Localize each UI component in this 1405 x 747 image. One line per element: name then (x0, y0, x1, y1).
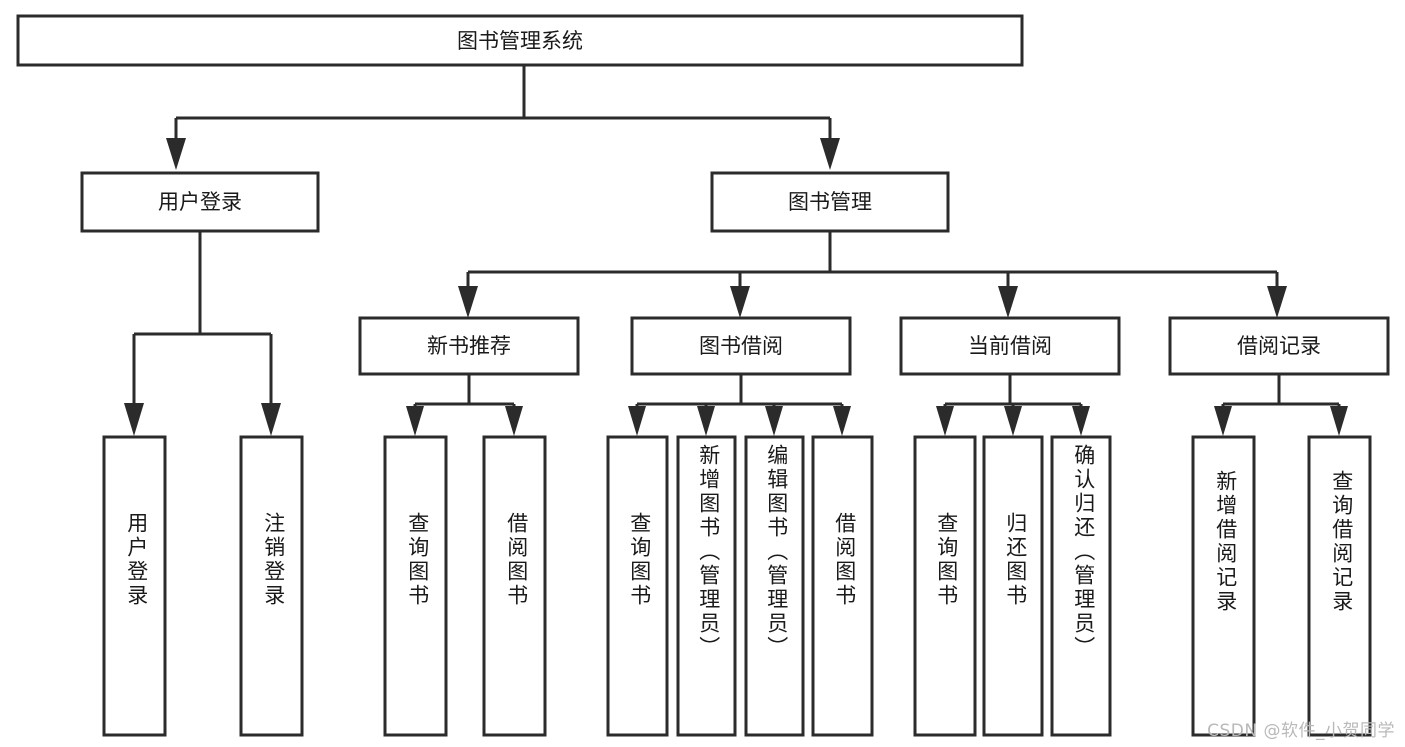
arrow-to-leaf-current-2 (1072, 406, 1090, 436)
node-root-label: 图书管理系统 (457, 29, 583, 53)
arrow-to-borrow-record (1267, 286, 1287, 318)
watermark-text: CSDN @软件_小贺同学 (1207, 721, 1395, 741)
arrow-to-leaf-record-0 (1214, 406, 1232, 436)
connector-book-borrow-to-leaves (628, 374, 851, 436)
arrow-to-leaf-borrow-3 (833, 406, 851, 436)
arrow-to-leaf-borrow-2 (765, 406, 783, 436)
leaf-box-user-login-0[interactable] (102, 435, 167, 737)
node-current-borrow-label: 当前借阅 (968, 334, 1052, 358)
node-user-login-box[interactable] (80, 171, 320, 233)
arrow-to-user-login (166, 138, 186, 170)
leaf-box-recommend-1[interactable] (482, 435, 547, 737)
node-new-book-recommend-box[interactable] (358, 316, 580, 376)
arrow-to-leaf-current-1 (1004, 406, 1022, 436)
node-book-manage[interactable]: 图书管理 (710, 171, 950, 233)
connector-user-login-to-leaves (124, 231, 281, 436)
node-root[interactable]: 图书管理系统 (16, 14, 1024, 67)
arrow-to-leaf-borrow-0 (628, 406, 646, 436)
arrow-to-current-borrow (998, 286, 1018, 318)
node-current-borrow-box[interactable] (899, 316, 1121, 376)
node-current-borrow[interactable]: 当前借阅 (899, 316, 1121, 376)
connector-borrow-record-to-leaves (1214, 374, 1348, 436)
connector-book-manage-to-level2 (458, 231, 1287, 318)
leaf-box-borrow-0[interactable] (606, 435, 669, 737)
node-new-book-recommend[interactable]: 新书推荐 (358, 316, 580, 376)
node-book-borrow[interactable]: 图书借阅 (630, 316, 852, 376)
node-user-login-label: 用户登录 (158, 190, 242, 214)
arrow-to-leaf-borrow-1 (697, 406, 715, 436)
node-borrow-record-label: 借阅记录 (1237, 334, 1321, 358)
leaf-box-current-0[interactable] (913, 435, 977, 737)
arrow-to-leaf-user-login-1 (261, 403, 281, 436)
leaf-box-borrow-1[interactable] (676, 435, 737, 737)
leaf-box-current-2[interactable] (1050, 435, 1112, 737)
arrow-to-new-book-recommend (458, 286, 478, 318)
arrow-to-leaf-recommend-1 (505, 406, 523, 436)
leaf-box-current-1[interactable] (982, 435, 1044, 737)
arrow-to-book-manage (820, 138, 840, 170)
arrow-to-leaf-record-1 (1330, 406, 1348, 436)
leaf-box-record-0[interactable] (1191, 435, 1256, 737)
arrow-to-book-borrow (730, 286, 750, 318)
connector-current-borrow-to-leaves (936, 374, 1090, 436)
arrow-to-leaf-user-login-0 (124, 403, 144, 436)
leaf-box-user-login-1[interactable] (239, 435, 304, 737)
node-new-book-recommend-label: 新书推荐 (427, 334, 511, 358)
connector-root-to-level1 (166, 65, 840, 170)
arrow-to-leaf-current-0 (936, 406, 954, 436)
node-root-box[interactable] (16, 14, 1024, 67)
node-book-borrow-label: 图书借阅 (699, 334, 783, 358)
leaf-box-recommend-0[interactable] (383, 435, 448, 737)
leaf-box-record-1[interactable] (1307, 435, 1372, 737)
leaf-box-borrow-3[interactable] (811, 435, 874, 737)
connector-new-book-recommend-to-leaves (406, 374, 523, 436)
arrow-to-leaf-recommend-0 (406, 406, 424, 436)
leaf-box-borrow-2[interactable] (744, 435, 805, 737)
node-borrow-record[interactable]: 借阅记录 (1168, 316, 1390, 376)
node-user-login[interactable]: 用户登录 (80, 171, 320, 233)
node-book-manage-label: 图书管理 (788, 190, 872, 214)
